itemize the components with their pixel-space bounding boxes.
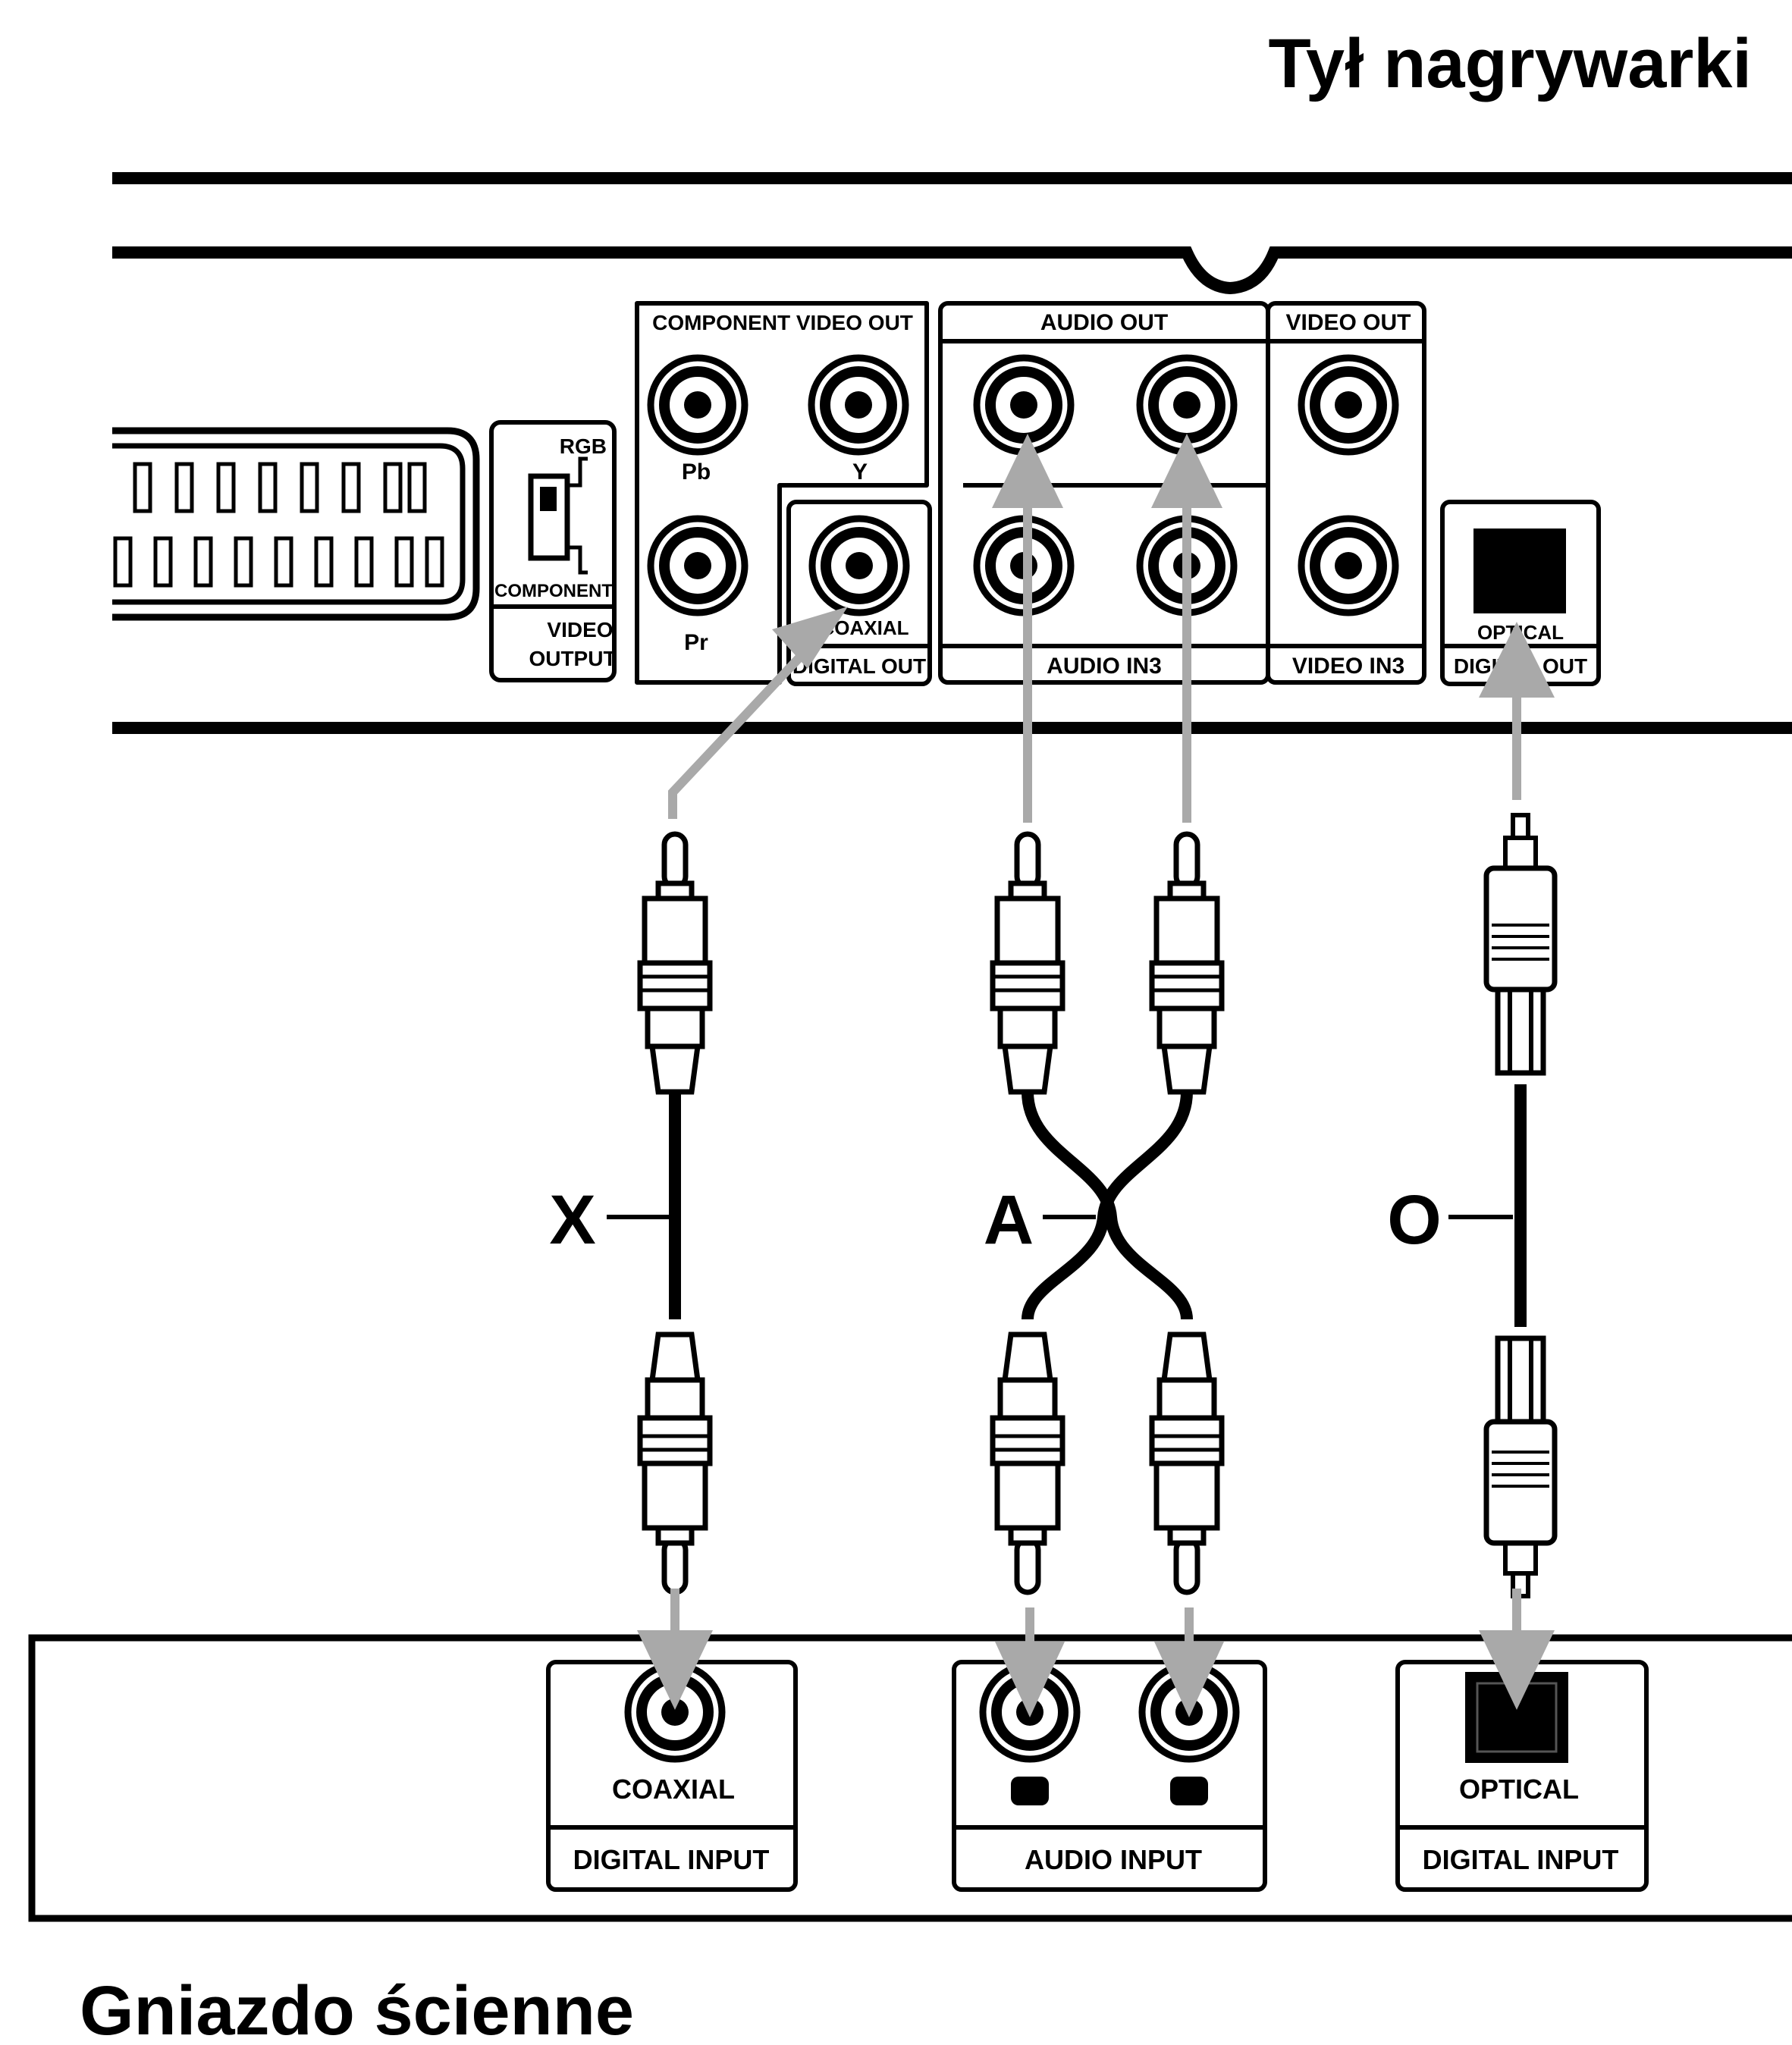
audio-input-caption: AUDIO INPUT: [1025, 1844, 1202, 1875]
coaxial-out-jack[interactable]: [812, 519, 906, 613]
recorder-back-title: Tył nagrywarki: [1269, 25, 1752, 102]
pr-jack[interactable]: [651, 519, 745, 613]
wall-outlet-panel: [28, 1634, 1792, 1922]
y-jack[interactable]: [811, 358, 905, 452]
audio-input-left-marker: [1011, 1777, 1049, 1805]
audio-cable: A: [984, 834, 1222, 1592]
cable-x-label: X: [549, 1181, 595, 1259]
component-video-out-group: COMPONENT VIDEO OUT Pb Y Pr: [635, 301, 929, 685]
connection-arrows: [637, 434, 1555, 1717]
video-output-caption-1: VIDEO: [547, 618, 613, 641]
pb-jack[interactable]: [651, 358, 745, 452]
video-output-caption-2: OUTPUT: [529, 647, 616, 670]
pr-label: Pr: [684, 630, 708, 655]
audio-out-left-jack[interactable]: [977, 358, 1071, 452]
video-output-switch[interactable]: RGB COMPONENT VIDEO OUTPUT: [489, 420, 617, 682]
scart-connector: [112, 427, 480, 621]
optical-digital-input-caption: DIGITAL INPUT: [1423, 1844, 1619, 1875]
video-out-in3-group: VIDEO OUT VIDEO IN3: [1266, 301, 1426, 685]
rgb-label: RGB: [560, 434, 607, 458]
optical-input-label: OPTICAL: [1459, 1774, 1579, 1805]
coaxial-digital-input-caption: DIGITAL INPUT: [573, 1844, 770, 1875]
audio-out-header: AUDIO OUT: [1040, 310, 1168, 335]
optical-out-port[interactable]: [1473, 529, 1566, 613]
coaxial-digital-input-group: COAXIAL DIGITAL INPUT: [546, 1660, 798, 1892]
video-in3-jack[interactable]: [1301, 519, 1395, 613]
video-in3-caption: VIDEO IN3: [1292, 654, 1404, 679]
wall-outlet-title: Gniazdo ścienne: [80, 1972, 634, 2045]
optical-digital-input-group: OPTICAL DIGITAL INPUT: [1395, 1660, 1649, 1892]
video-out-jack[interactable]: [1301, 358, 1395, 452]
audio-input-group: AUDIO INPUT: [952, 1660, 1267, 1892]
component-switch-label: COMPONENT: [494, 581, 613, 601]
cable-a-label: A: [984, 1181, 1034, 1259]
audio-input-right-marker: [1170, 1777, 1208, 1805]
y-label: Y: [852, 459, 868, 485]
coaxial-digital-out-caption: DIGITAL OUT: [792, 654, 926, 678]
audio-in3-caption: AUDIO IN3: [1047, 654, 1162, 679]
coaxial-cable: X: [549, 834, 710, 1592]
component-video-out-header: COMPONENT VIDEO OUT: [652, 311, 913, 334]
audio-out-in3-group: AUDIO OUT AUDIO IN3: [938, 301, 1270, 685]
pb-label: Pb: [682, 459, 711, 485]
video-out-header: VIDEO OUT: [1285, 310, 1411, 335]
coaxial-input-label: COAXIAL: [612, 1774, 735, 1805]
optical-cable: O: [1387, 815, 1555, 1596]
cable-o-label: O: [1387, 1181, 1442, 1259]
recorder-back-panel: [112, 172, 1792, 734]
arrow-coaxial-to-recorder: [668, 637, 819, 819]
